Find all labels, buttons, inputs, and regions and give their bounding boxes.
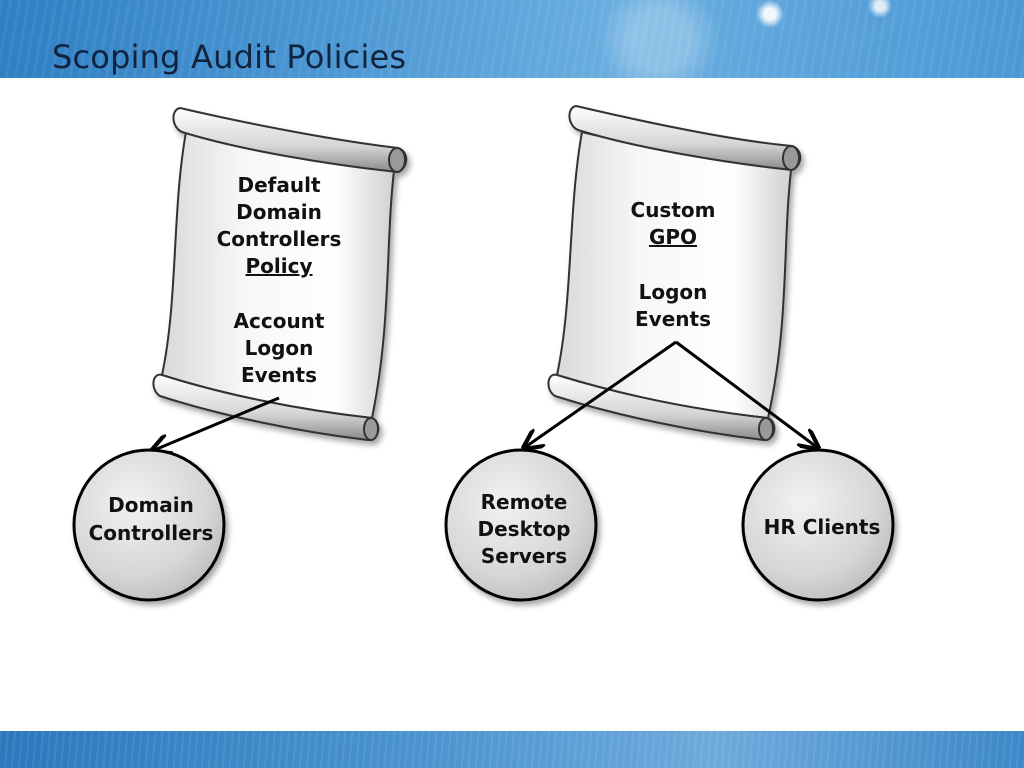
slide-title: Scoping Audit Policies bbox=[52, 38, 407, 76]
left-events-line-1: Account bbox=[234, 309, 325, 333]
left-policy-line-2: Domain bbox=[236, 200, 322, 224]
remote-desktop-label-1: Remote bbox=[481, 490, 568, 514]
arrow-custom-to-hr-clients bbox=[675, 340, 818, 448]
domain-controllers-label-1: Domain bbox=[108, 493, 194, 517]
domain-controllers-label-2: Controllers bbox=[89, 521, 214, 545]
policy-scroll-right bbox=[547, 104, 802, 442]
hr-clients-label: HR Clients bbox=[764, 515, 881, 539]
right-events-line-2: Events bbox=[635, 307, 711, 331]
title-banner bbox=[0, 0, 1024, 78]
left-policy-underlined: Policy bbox=[245, 254, 312, 278]
hr-clients-node bbox=[741, 448, 895, 602]
left-policy-line-1: Default bbox=[237, 173, 320, 197]
remote-desktop-label-3: Servers bbox=[481, 544, 567, 568]
arrow-custom-to-remote-desktop bbox=[524, 340, 677, 448]
right-events-line-1: Logon bbox=[639, 280, 708, 304]
right-policy-underlined: GPO bbox=[649, 225, 697, 249]
arrow-left-to-domain-controllers bbox=[152, 396, 280, 451]
left-policy-line-3: Controllers bbox=[217, 227, 342, 251]
left-events-line-2: Logon bbox=[245, 336, 314, 360]
footer-banner bbox=[0, 731, 1024, 768]
left-events-line-3: Events bbox=[241, 363, 317, 387]
remote-desktop-label-2: Desktop bbox=[478, 517, 571, 541]
remote-desktop-servers-node bbox=[444, 448, 598, 602]
domain-controllers-node bbox=[72, 448, 226, 602]
right-policy-line-1: Custom bbox=[631, 198, 716, 222]
policy-scroll-left bbox=[152, 106, 408, 442]
